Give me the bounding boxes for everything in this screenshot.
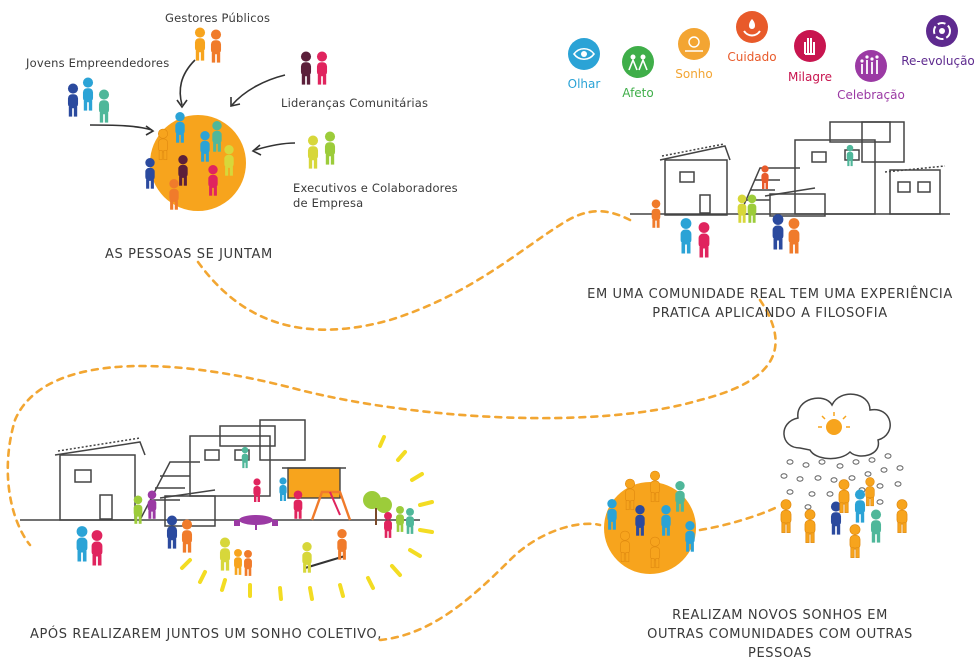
community-scene-2: [20, 419, 420, 527]
step4-caption-line1: REALIZAM NOVOS SONHOS EM: [672, 608, 888, 623]
new-dreams-crowd: [780, 476, 908, 559]
dream-icon: [678, 28, 710, 60]
jovens-people: [67, 77, 110, 123]
community-scene-1: [630, 121, 950, 217]
group-gestores-label: Gestores Públicos: [165, 11, 271, 25]
hand-icon: [794, 30, 826, 62]
value-label-afeto: Afeto: [622, 86, 654, 100]
cloud-sun: [818, 412, 850, 435]
value-label-re-evolucao: Re-evolução: [901, 54, 975, 68]
value-icons: [568, 11, 958, 82]
gestores-people: [194, 27, 222, 63]
step1-caption: AS PESSOAS SE JUNTAM: [105, 247, 273, 262]
step2-caption-line1: EM UMA COMUNIDADE REAL TEM UMA EXPERIÊNC…: [587, 287, 953, 302]
journey-path: [6, 210, 777, 642]
people-icon: [622, 46, 654, 78]
sun-rays: [180, 435, 434, 601]
celebration-icon: [855, 50, 887, 82]
step3-caption: APÓS REALIZAREM JUNTOS UM SONHO COLETIVO…: [30, 627, 382, 642]
value-label-milagre: Milagre: [787, 70, 833, 84]
value-label-sonho: Sonho: [675, 67, 713, 81]
cycle-icon: [926, 15, 958, 47]
step4-caption-line3: PESSOAS: [748, 646, 812, 661]
group-executivos-label-2: de Empresa: [293, 196, 364, 210]
group-executivos-label-1: Executivos e Colaboradores: [293, 181, 458, 195]
step4-caption-line2: OUTRAS COMUNIDADES COM OUTRAS: [647, 627, 913, 642]
community-people-2: [76, 446, 414, 576]
eye-icon: [568, 38, 600, 70]
value-label-cuidado: Cuidado: [727, 50, 777, 64]
executivos-people: [307, 131, 336, 169]
group-liderancas-label: Lideranças Comunitárias: [281, 96, 429, 110]
arrows: [89, 59, 296, 156]
value-label-olhar: Olhar: [567, 77, 601, 91]
value-label-celebracao: Celebração: [837, 88, 905, 102]
liderancas-people: [300, 51, 328, 85]
group-jovens-label: Jovens Empreendedores: [26, 56, 170, 70]
hands-icon: [736, 11, 768, 43]
playground: [234, 467, 392, 569]
step2-caption-line2: PRATICA APLICANDO A FILOSOFIA: [652, 306, 888, 321]
